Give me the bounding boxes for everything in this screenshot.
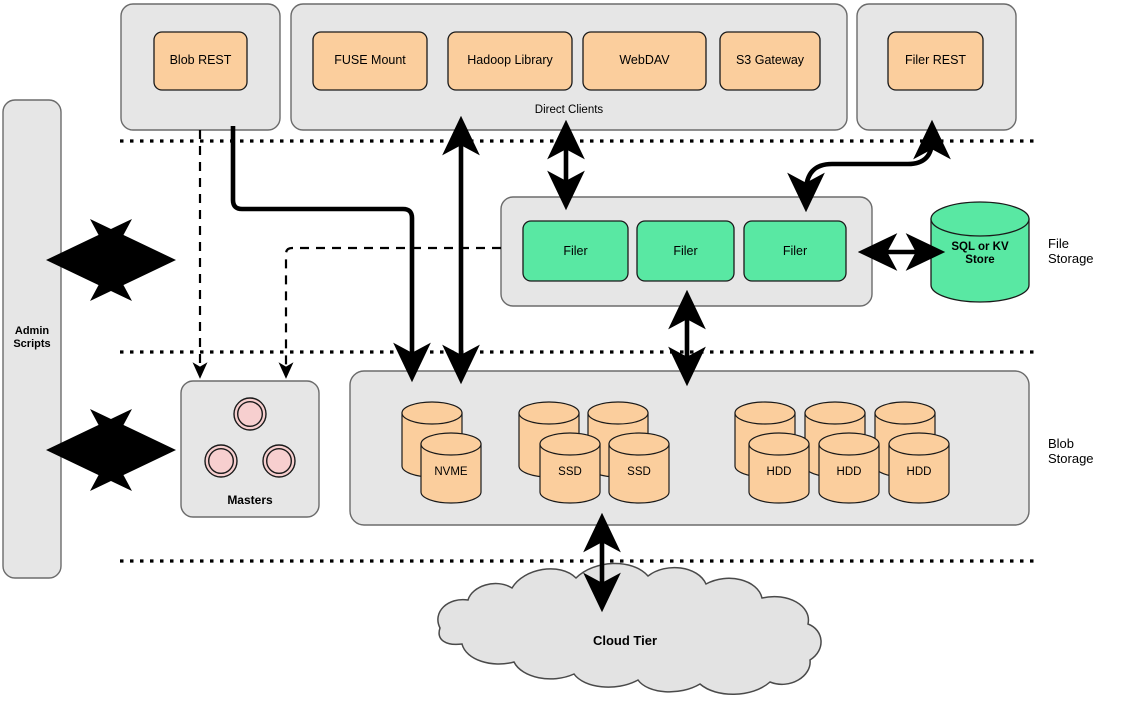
disk-ssd-label-1: SSD — [558, 466, 582, 478]
admin-scripts-label: Admin Scripts — [3, 325, 61, 350]
tier-blob-line2: Storage — [1048, 450, 1094, 466]
disk-hdd-label-3: HDD — [906, 466, 932, 478]
disk-ssd-front-1[interactable] — [539, 432, 601, 504]
master-node-2-inner — [207, 448, 234, 475]
admin-scripts-label-line1: Admin — [14, 325, 50, 337]
master-node-3-inner — [266, 448, 293, 475]
cloud-tier-label: Cloud Tier — [592, 633, 658, 648]
masters-group[interactable] — [180, 380, 320, 518]
node-filer-2-label: Filer — [673, 244, 698, 258]
node-filer-3[interactable] — [743, 220, 847, 282]
metastore-label-line1: SQL or KV — [951, 241, 1009, 253]
node-fuse-mount-label: FUSE Mount — [334, 53, 406, 67]
disk-hdd-front-2[interactable] — [818, 432, 880, 504]
node-fuse-mount[interactable] — [312, 31, 428, 91]
conn-blob-rest-to-volumes — [230, 126, 431, 383]
node-s3-gateway-label: S3 Gateway — [735, 53, 805, 67]
tier-file-line1: File — [1048, 236, 1069, 251]
metastore-label-line2: Store — [965, 254, 995, 267]
node-blob-rest[interactable] — [153, 31, 248, 91]
node-metadata-store[interactable] — [930, 201, 1030, 303]
direct-clients-group-label: Direct Clients — [534, 104, 604, 116]
disk-hdd-label-1: HDD — [766, 466, 792, 478]
node-filer-rest[interactable] — [887, 31, 984, 91]
disk-cylinders — [401, 401, 950, 504]
node-webdav[interactable] — [582, 31, 707, 91]
node-filer-1-label: Filer — [563, 244, 588, 258]
master-node-1-inner — [236, 401, 263, 428]
master-nodes — [204, 397, 296, 478]
node-s3-gateway[interactable] — [719, 31, 821, 91]
cloud-tier-shape[interactable] — [437, 562, 822, 695]
disk-nvme-front[interactable] — [420, 432, 482, 504]
disk-hdd-front-3[interactable] — [888, 432, 950, 504]
tier-label-file-storage: File Storage — [1048, 236, 1120, 267]
admin-connectors — [45, 219, 177, 491]
node-hadoop-library-label: Hadoop Library — [467, 53, 553, 67]
node-blob-rest-label: Blob REST — [169, 53, 232, 67]
tier-label-blob-storage: Blob Storage — [1048, 436, 1120, 467]
node-webdav-label: WebDAV — [619, 53, 670, 67]
disk-ssd-front-2[interactable] — [608, 432, 670, 504]
conn-filer-to-masters — [278, 246, 501, 379]
node-metadata-store-label: SQL or KV Store — [931, 241, 1029, 267]
disk-hdd-front-1[interactable] — [748, 432, 810, 504]
admin-scripts-label-line2: Scripts — [13, 337, 51, 350]
masters-label: Masters — [227, 493, 273, 507]
node-hadoop-library[interactable] — [447, 31, 573, 91]
disk-ssd-label-2: SSD — [627, 466, 651, 478]
disk-nvme-label: NVME — [434, 466, 468, 478]
node-filer-rest-label: Filer REST — [904, 53, 967, 67]
node-filer-2[interactable] — [636, 220, 735, 282]
node-filer-1[interactable] — [522, 220, 629, 282]
disk-hdd-label-2: HDD — [836, 466, 862, 478]
node-filer-3-label: Filer — [782, 244, 808, 258]
conn-filer-rest-to-filers — [787, 119, 951, 213]
tier-file-line2: Storage — [1048, 250, 1094, 266]
tier-blob-line1: Blob — [1048, 436, 1075, 451]
